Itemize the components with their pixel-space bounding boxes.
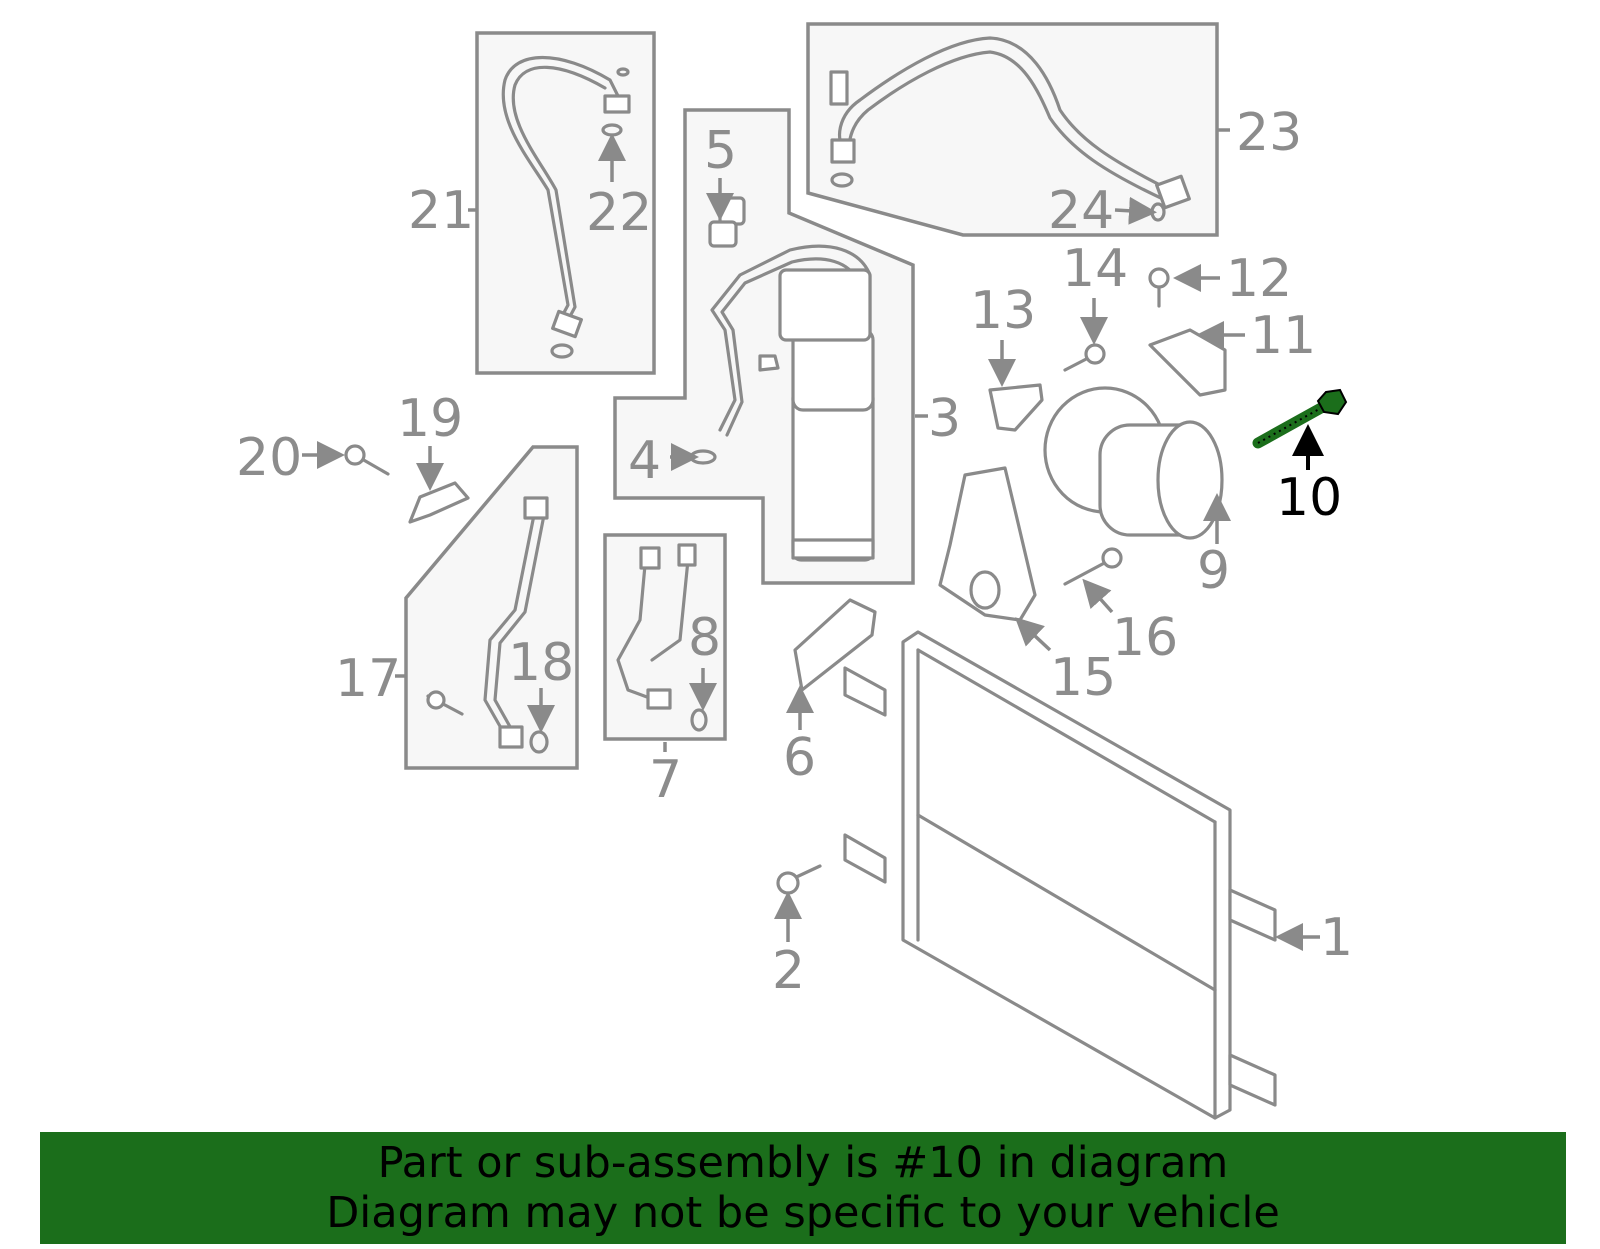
condenser-1-drawing: [843, 630, 1277, 1120]
callout-8: 8: [688, 608, 721, 668]
callout-23: 23: [1236, 103, 1302, 163]
bracket-15-drawing: [938, 466, 1037, 622]
bracket-6-drawing: [793, 598, 877, 692]
leader-24: [1114, 196, 1157, 225]
callout-19: 19: [397, 389, 463, 449]
banner-line-2: Diagram may not be specific to your vehi…: [326, 1188, 1280, 1238]
leader-16: [1082, 578, 1114, 614]
hose-17-drawing: [426, 496, 549, 754]
callout-9: 9: [1197, 541, 1230, 601]
callout-5: 5: [704, 121, 737, 181]
group-box-23: [806, 22, 1219, 237]
compressor-9-drawing: [1043, 386, 1224, 540]
callout-20: 20: [236, 428, 302, 488]
bolt-10-highlighted: [1252, 388, 1348, 449]
bolt-2-drawing: [776, 864, 822, 895]
bolt-12-drawing: [1148, 267, 1170, 308]
cap-5-drawing: [708, 220, 738, 248]
bolt-16-drawing: [1063, 547, 1123, 586]
callout-12: 12: [1226, 249, 1292, 309]
callout-18: 18: [508, 633, 574, 693]
group-box-17: [404, 445, 579, 770]
callout-1: 1: [1320, 908, 1353, 968]
callout-14: 14: [1062, 239, 1128, 299]
callout-10: 10: [1276, 468, 1342, 528]
assembly-3-drawing: [689, 196, 875, 562]
leader-15: [1014, 617, 1052, 652]
callout-3: 3: [928, 389, 961, 449]
info-banner: Part or sub-assembly is #10 in diagram D…: [40, 1132, 1566, 1244]
bolt-20-drawing: [344, 444, 390, 476]
callout-2: 2: [772, 941, 805, 1001]
callout-4: 4: [628, 431, 661, 491]
bracket-11-drawing: [1148, 328, 1227, 397]
callout-13: 13: [970, 281, 1036, 341]
callout-16: 16: [1112, 608, 1178, 668]
callout-15: 15: [1050, 648, 1116, 708]
hose-7-drawing: [616, 543, 708, 732]
callout-17: 17: [335, 649, 401, 709]
bracket-19-drawing: [408, 481, 470, 524]
callout-24: 24: [1048, 181, 1114, 241]
bolt-14-drawing: [1063, 343, 1106, 372]
callout-6: 6: [783, 728, 816, 788]
callout-11: 11: [1250, 306, 1316, 366]
callout-7: 7: [649, 750, 682, 810]
hose-21-drawing: [501, 55, 631, 359]
banner-line-1: Part or sub-assembly is #10 in diagram: [377, 1138, 1229, 1188]
callout-22: 22: [586, 183, 652, 243]
hose-23-drawing: [829, 36, 1191, 222]
bracket-13-drawing: [988, 383, 1044, 432]
callout-21: 21: [408, 181, 474, 241]
